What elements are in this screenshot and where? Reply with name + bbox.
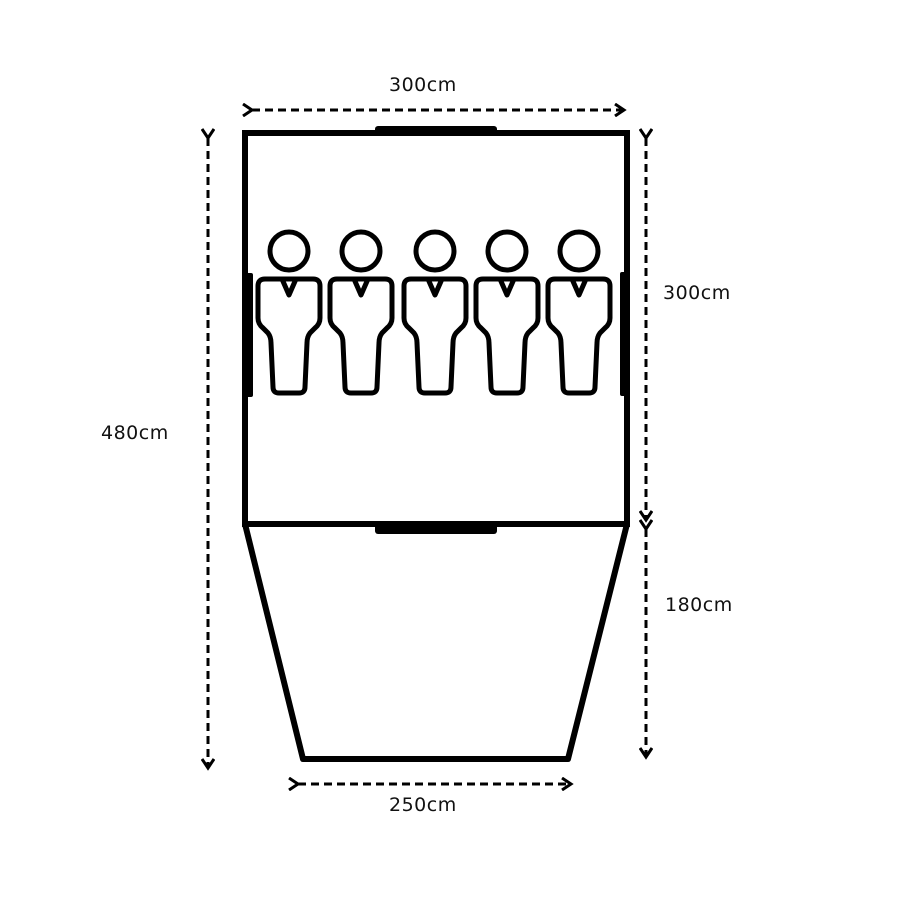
person-icon (476, 232, 538, 393)
bedroom-depth-label: 300cm (663, 282, 731, 304)
person-icon (548, 232, 610, 393)
top-width-label: 300cm (389, 74, 457, 96)
porch-width-label: 250cm (389, 794, 457, 816)
left-door (245, 273, 253, 397)
bedroom-outline (242, 130, 630, 527)
porch-depth-label: 180cm (665, 594, 733, 616)
person-icon (258, 232, 320, 393)
person-icon (330, 232, 392, 393)
porch-outline (242, 523, 630, 762)
occupant-icons (258, 232, 610, 393)
porch-divider-door (375, 524, 497, 534)
top-door (375, 126, 497, 134)
right-door (620, 272, 630, 396)
total-length-label: 480cm (101, 422, 169, 444)
person-icon (404, 232, 466, 393)
